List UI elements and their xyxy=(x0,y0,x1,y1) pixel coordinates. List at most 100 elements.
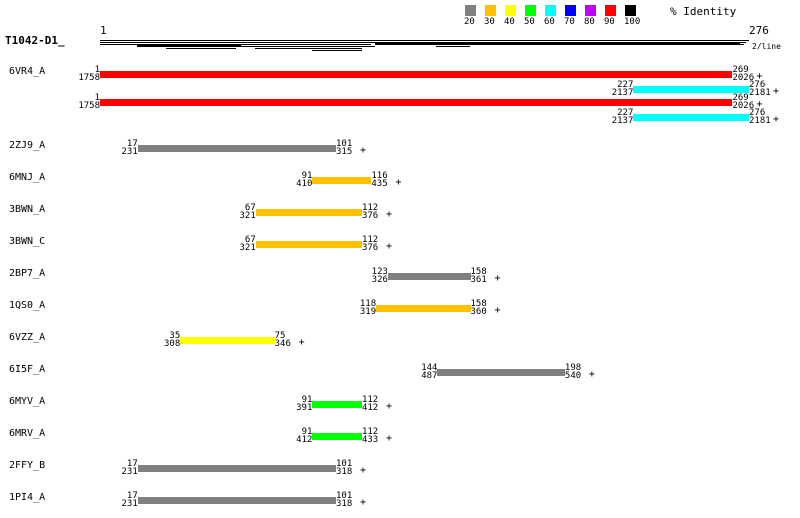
query-end-num: 101 xyxy=(336,139,353,149)
template-end-num: 540 xyxy=(564,371,582,381)
legend-title: % Identity xyxy=(670,5,737,18)
query-start-num: 1 xyxy=(94,93,100,103)
alignment-bar[interactable] xyxy=(255,209,362,216)
hit-name[interactable]: 2ZJ9_A xyxy=(9,140,46,151)
alignment-bar[interactable] xyxy=(100,71,733,78)
legend-swatch xyxy=(525,5,536,16)
template-start-num: 391 xyxy=(296,403,313,413)
query-end-num: 112 xyxy=(361,427,379,437)
strand-marker: + xyxy=(385,433,392,444)
strand-marker: + xyxy=(385,241,392,252)
legend-swatch xyxy=(545,5,556,16)
hit-name[interactable]: 1PI4_A xyxy=(9,492,46,503)
template-end-num: 318 xyxy=(336,467,353,477)
hit-name[interactable]: 6VR4_A xyxy=(9,66,46,77)
alignment-bar[interactable] xyxy=(387,273,471,280)
query-start-num: 17 xyxy=(126,459,138,469)
strand-marker: + xyxy=(360,145,367,156)
hit-name[interactable]: 6I5F_A xyxy=(9,364,46,375)
hit-name[interactable]: 2BP7_A xyxy=(9,268,46,279)
alignment-bar[interactable] xyxy=(137,497,336,504)
alignment-bar[interactable] xyxy=(437,369,565,376)
alignment-bar[interactable] xyxy=(100,99,733,106)
template-end-num: 376 xyxy=(361,243,379,253)
hit-name[interactable]: 3BWN_C xyxy=(9,236,46,247)
query-end: 276 xyxy=(749,24,769,37)
query-start-num: 91 xyxy=(301,427,313,437)
template-start-num: 326 xyxy=(371,275,388,285)
query-end-num: 101 xyxy=(336,459,353,469)
query-start-num: 1 xyxy=(94,65,100,75)
template-end-num: 412 xyxy=(361,403,379,413)
legend-label: 60 xyxy=(544,17,555,27)
template-end-num: 360 xyxy=(470,307,487,317)
template-start-num: 308 xyxy=(163,339,181,349)
query-start-num: 144 xyxy=(421,363,438,373)
hit-name[interactable]: 3BWN_A xyxy=(9,204,46,215)
alignment-bar[interactable] xyxy=(633,86,749,93)
lines-per-row-label: 2/line xyxy=(752,42,781,51)
template-end-num: 2181 xyxy=(749,88,771,98)
template-end-num: 346 xyxy=(274,339,291,349)
hit-name[interactable]: 6MNJ_A xyxy=(9,172,46,183)
legend-swatch xyxy=(565,5,576,16)
query-start-num: 227 xyxy=(617,108,634,118)
strand-marker: + xyxy=(360,497,367,508)
hit-name[interactable]: 1QS0_A xyxy=(9,300,46,311)
legend-swatch xyxy=(505,5,516,16)
legend-swatch xyxy=(465,5,476,16)
strand-marker: + xyxy=(298,337,305,348)
legend-swatch xyxy=(605,5,616,16)
template-start-num: 487 xyxy=(421,371,438,381)
query-end-num: 158 xyxy=(470,267,487,277)
query-coverage-lines xyxy=(100,40,749,51)
strand-marker: + xyxy=(756,99,763,110)
alignment-bar[interactable] xyxy=(312,401,362,408)
query-start-num: 35 xyxy=(169,331,181,341)
hit-name[interactable]: 6MRV_A xyxy=(9,428,46,439)
template-end-num: 361 xyxy=(470,275,487,285)
query-start-num: 118 xyxy=(359,299,377,309)
query-end-num: 101 xyxy=(336,491,353,501)
legend-swatch xyxy=(585,5,596,16)
query-end-num: 116 xyxy=(371,171,388,181)
alignment-bar[interactable] xyxy=(180,337,275,344)
query-end-num: 112 xyxy=(361,395,379,405)
strand-marker: + xyxy=(773,86,780,97)
hit-name[interactable]: 6VZZ_A xyxy=(9,332,46,343)
alignment-bar[interactable] xyxy=(255,241,362,248)
strand-marker: + xyxy=(395,177,402,188)
query-name: T1042-D1_ xyxy=(5,34,65,47)
template-end-num: 2181 xyxy=(749,116,771,126)
query-end-num: 112 xyxy=(361,203,379,213)
template-end-num: 435 xyxy=(371,179,388,189)
alignment-bar[interactable] xyxy=(137,465,336,472)
alignment-bar[interactable] xyxy=(137,145,336,152)
query-end-num: 198 xyxy=(564,363,582,373)
query-end-num: 112 xyxy=(361,235,379,245)
strand-marker: + xyxy=(385,401,392,412)
hit-name[interactable]: 2FFY_B xyxy=(9,460,46,471)
template-end-num: 433 xyxy=(361,435,379,445)
legend-swatch xyxy=(625,5,636,16)
alignment-bar[interactable] xyxy=(312,433,362,440)
template-start-num: 1758 xyxy=(78,101,100,111)
template-start-num: 321 xyxy=(239,243,256,253)
query-start: 1 xyxy=(100,24,107,37)
legend-swatch xyxy=(485,5,496,16)
alignment-bar[interactable] xyxy=(312,177,372,184)
template-start-num: 412 xyxy=(296,435,313,445)
strand-marker: + xyxy=(385,209,392,220)
alignment-bar[interactable] xyxy=(376,305,471,312)
alignment-bar[interactable] xyxy=(633,114,749,121)
template-start-num: 1758 xyxy=(78,73,100,83)
legend-label: 20 xyxy=(464,17,475,27)
query-start-num: 67 xyxy=(244,235,256,245)
template-start-num: 410 xyxy=(296,179,313,189)
template-end-num: 2026 xyxy=(732,101,755,111)
hit-name[interactable]: 6MYV_A xyxy=(9,396,46,407)
template-start-num: 319 xyxy=(359,307,377,317)
template-end-num: 315 xyxy=(336,147,353,157)
legend-label: 40 xyxy=(504,17,515,27)
legend-label: 30 xyxy=(484,17,495,27)
